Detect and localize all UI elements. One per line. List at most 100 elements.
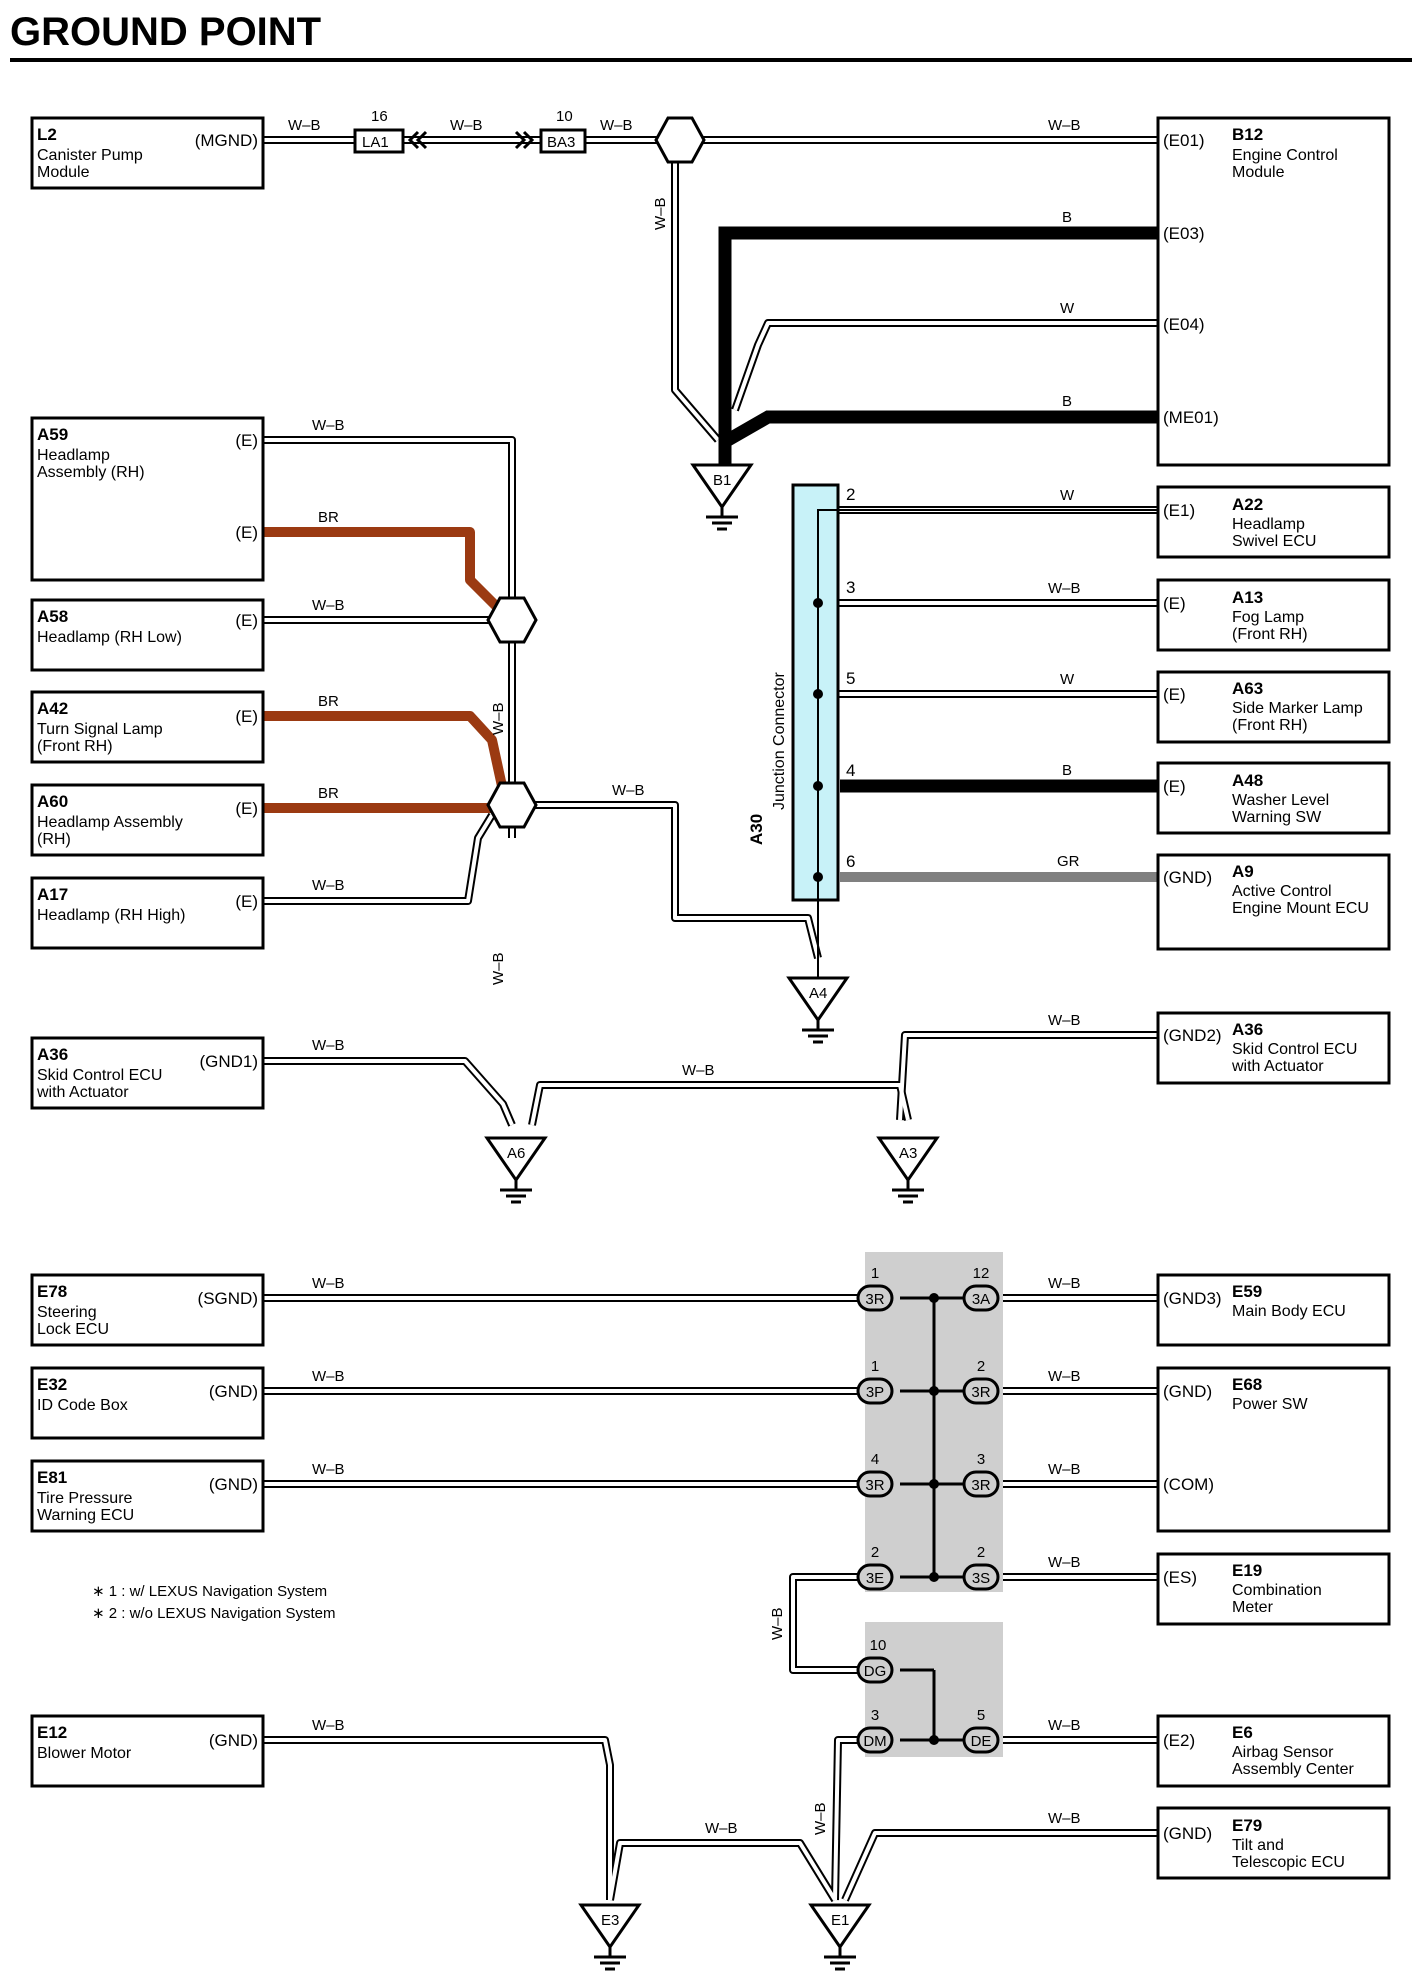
wl-15: W–B	[490, 702, 507, 735]
page-title: GROUND POINT	[10, 10, 321, 54]
junction-id: A30	[747, 814, 766, 845]
e78-pin: (SGND)	[198, 1289, 258, 1308]
ba3-pin: 10	[556, 108, 573, 125]
wl-38: W–B	[1048, 1810, 1081, 1827]
svg-text:5: 5	[977, 1707, 985, 1724]
box-a36-left	[30, 1036, 265, 1110]
wl-24: B	[1062, 762, 1072, 779]
box-a58	[30, 598, 265, 672]
svg-text:4: 4	[871, 1451, 879, 1468]
wl-1: W–B	[288, 117, 321, 134]
left-component-labels: L2 Canister Pump Module (MGND) A59 Headl…	[36, 125, 258, 1762]
e6-id: E6	[1232, 1723, 1253, 1742]
l2-id: L2	[37, 125, 57, 144]
ground-symbols: B1 A4 A6 A3 E3 E1	[485, 463, 939, 1971]
a42-id: A42	[37, 699, 68, 718]
wl-16: W–B	[612, 782, 645, 799]
box-a48	[1156, 761, 1391, 835]
e81-pin: (GND)	[209, 1475, 258, 1494]
svg-text:3R: 3R	[865, 1291, 884, 1308]
svg-text:DM: DM	[863, 1733, 886, 1750]
wl-19: W–B	[682, 1062, 715, 1079]
a36l-name-1: Skid Control ECU	[37, 1067, 162, 1084]
ground-e1-label: E1	[831, 1912, 849, 1929]
b12-pin-e04: (E04)	[1163, 315, 1205, 334]
e32-id: E32	[37, 1375, 67, 1394]
svg-text:DG: DG	[864, 1663, 887, 1680]
e59-pin: (GND3)	[1163, 1289, 1222, 1308]
a58-pin: (E)	[235, 611, 258, 630]
wl-12: BR	[318, 693, 339, 710]
wl-10: BR	[318, 509, 339, 526]
e78-name-2: Lock ECU	[37, 1321, 109, 1338]
e19-name-2: Meter	[1232, 1599, 1274, 1616]
right-component-labels: (E01) (E03) (E04) (ME01) B12 Engine Cont…	[1163, 125, 1369, 1871]
wl-22: W–B	[1048, 580, 1081, 597]
ground-a4-label: A4	[809, 985, 827, 1002]
panel-connectors: 3R 3A 1 12 3P 3R 1 2 3R 3R 4 3 3E 3S 2	[856, 1265, 1000, 1754]
svg-text:3: 3	[871, 1707, 879, 1724]
a59-pin-1: (E)	[235, 431, 258, 450]
ba3-label: BA3	[547, 134, 575, 151]
panel-lower: DG DM DE 10 3 5	[856, 1637, 1000, 1754]
wl-25: GR	[1057, 853, 1080, 870]
a60-id: A60	[37, 792, 68, 811]
panel-row-3: 3R 3R 4 3	[856, 1451, 1000, 1498]
panel-row-1: 3R 3A 1 12	[856, 1265, 1000, 1312]
box-l2	[30, 116, 265, 190]
a63-name-2: (Front RH)	[1232, 717, 1308, 734]
wl-21: W	[1060, 487, 1075, 504]
wl-11: W–B	[312, 597, 345, 614]
junction-name: Junction Connector	[771, 671, 788, 810]
wl-20: W–B	[1048, 1012, 1081, 1029]
panel-row-4: 3E 3S 2 2	[856, 1544, 1000, 1591]
wire-color-labels: W–B W–B W–B W–B W–B B W B W–B BR W–B BR …	[288, 117, 1081, 1837]
svg-text:2: 2	[871, 1544, 879, 1561]
a9-id: A9	[1232, 862, 1254, 881]
wl-29: W–B	[1048, 1275, 1081, 1292]
e81-name-1: Tire Pressure	[37, 1490, 133, 1507]
svg-text:3A: 3A	[972, 1291, 990, 1308]
ground-b1-label: B1	[713, 472, 731, 489]
e81-name-2: Warning ECU	[37, 1507, 134, 1524]
black-wires[interactable]	[718, 226, 1158, 793]
b12-name-2: Module	[1232, 164, 1285, 181]
wl-35: W–B	[705, 1820, 738, 1837]
e19-id: E19	[1232, 1561, 1262, 1580]
junction-pin-2: 2	[846, 485, 855, 504]
e68-pin-gnd: (GND)	[1163, 1382, 1212, 1401]
b12-name-1: Engine Control	[1232, 147, 1338, 164]
a13-name-2: (Front RH)	[1232, 626, 1308, 643]
svg-text:2: 2	[977, 1544, 985, 1561]
a17-name-1: Headlamp (RH High)	[37, 907, 186, 924]
box-a63	[1156, 670, 1391, 744]
junction-internal-wire	[817, 509, 1158, 978]
a63-name-1: Side Marker Lamp	[1232, 700, 1363, 717]
svg-text:10: 10	[870, 1637, 887, 1654]
wl-9: W–B	[312, 417, 345, 434]
wl-32: W–B	[1048, 1554, 1081, 1571]
e32-pin: (GND)	[209, 1382, 258, 1401]
wl-17: W–B	[490, 952, 507, 985]
svg-text:DE: DE	[971, 1733, 992, 1750]
a36l-pin: (GND1)	[199, 1052, 258, 1071]
wl-6: B	[1062, 209, 1072, 226]
a36r-pin: (GND2)	[1163, 1026, 1222, 1045]
a13-id: A13	[1232, 588, 1263, 607]
e79-id: E79	[1232, 1816, 1262, 1835]
wl-5: W–B	[652, 197, 669, 230]
brown-wires[interactable]	[263, 527, 510, 813]
a36r-name-2: with Actuator	[1231, 1058, 1324, 1075]
a58-name-1: Headlamp (RH Low)	[37, 629, 182, 646]
b12-pin-e03: (E03)	[1163, 224, 1205, 243]
box-e12	[30, 1714, 265, 1788]
double-wires[interactable]	[263, 136, 1158, 1903]
a9-name-1: Active Control	[1232, 883, 1332, 900]
box-e79	[1156, 1806, 1391, 1880]
wl-3: W–B	[600, 117, 633, 134]
junction-pin-4: 4	[846, 761, 855, 780]
box-a42	[30, 690, 265, 764]
component-boxes[interactable]	[30, 116, 1391, 1880]
a60-name-1: Headlamp Assembly	[37, 814, 183, 831]
a48-name-2: Warning SW	[1232, 809, 1322, 826]
